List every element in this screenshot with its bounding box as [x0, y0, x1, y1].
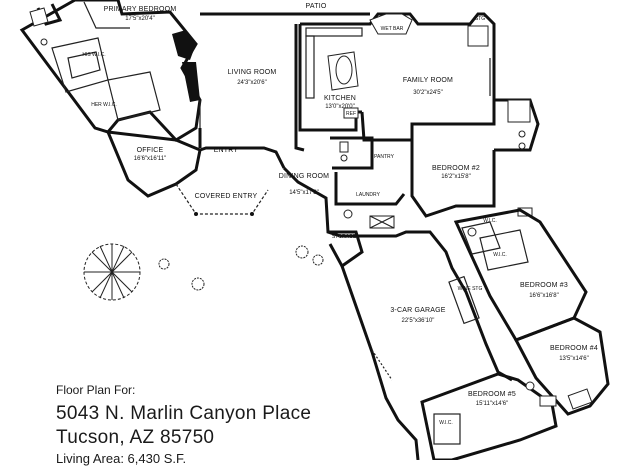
bedroom4-walls	[513, 316, 610, 416]
dim-bedroom4: 13'5"x14'6"	[559, 356, 589, 362]
label-bedroom5: BEDROOM #5	[468, 391, 516, 398]
dim-garage: 22'5"x36'10"	[402, 318, 435, 324]
primary-fireplace	[172, 30, 200, 102]
caption-living-area: Living Area: 6,430 S.F.	[56, 451, 187, 466]
label-stg: STG	[475, 16, 485, 22]
label-his-wic: HIS W.I.C.	[82, 52, 105, 58]
primary-wing-walls	[19, 0, 202, 142]
dim-office: 16'6"x16'11"	[134, 156, 166, 162]
label-primary-bedroom: PRIMARY BEDROOM	[104, 6, 177, 13]
label-storage: STORAGE	[332, 234, 357, 240]
label-dining-room: DINING ROOM	[279, 173, 329, 180]
caption-title: Floor Plan For:	[56, 383, 136, 397]
dim-bedroom5: 15'11"x14'6"	[476, 401, 508, 407]
dim-dining-room: 14'5"x17'8"	[289, 190, 319, 196]
label-wet-bar: WET BAR	[381, 26, 404, 32]
tree-large	[83, 243, 141, 301]
label-laundry: LAUNDRY	[356, 192, 380, 198]
office-entry-walls	[105, 130, 286, 216]
dining-service-walls	[282, 136, 406, 269]
kitchen-family-walls	[298, 12, 540, 152]
label-garage: 3-CAR GARAGE	[390, 307, 445, 314]
label-living-room: LIVING ROOM	[228, 69, 277, 76]
dim-bedroom2: 16'2"x15'8"	[441, 174, 471, 180]
label-patio: PATIO	[306, 3, 327, 10]
label-wic-b: W.I.C.	[493, 252, 507, 258]
label-entry: ENTRY	[214, 147, 239, 154]
dim-kitchen: 13'0"x20'0"	[325, 104, 355, 110]
label-bedroom4: BEDROOM #4	[550, 345, 598, 352]
label-ref: REF	[346, 111, 356, 117]
label-covered-entry: COVERED ENTRY	[195, 193, 258, 200]
label-her-wic: HER W.I.C.	[91, 102, 117, 108]
caption-address-line2: Tucson, AZ 85750	[56, 427, 215, 448]
label-family-room: FAMILY ROOM	[403, 77, 453, 84]
bedroom5-walls	[420, 372, 558, 460]
dim-bedroom3: 16'6"x16'8"	[529, 293, 559, 299]
label-office: OFFICE	[137, 147, 164, 154]
label-wine-stg: WINE STG	[458, 286, 483, 292]
shrubs	[158, 245, 324, 291]
living-room-walls	[198, 12, 370, 152]
east-wing-walls	[340, 230, 513, 460]
label-pantry: PANTRY	[374, 154, 394, 160]
caption-address-line1: 5043 N. Marlin Canyon Place	[56, 403, 312, 424]
label-bedroom3: BEDROOM #3	[520, 282, 568, 289]
label-wic-c: W.I.C.	[439, 420, 453, 426]
bedroom3-walls	[453, 208, 588, 342]
label-wic-a: W.I.C.	[483, 218, 497, 224]
label-bedroom2: BEDROOM #2	[432, 165, 480, 172]
plan-caption: Floor Plan For: 5043 N. Marlin Canyon Pl…	[56, 384, 311, 465]
dim-living-room: 24'3"x20'6"	[237, 80, 267, 86]
label-kitchen: KITCHEN	[324, 95, 356, 102]
dim-family-room: 30'2"x24'5"	[413, 90, 443, 96]
dim-primary-bedroom: 17'5"x20'4"	[125, 16, 155, 22]
